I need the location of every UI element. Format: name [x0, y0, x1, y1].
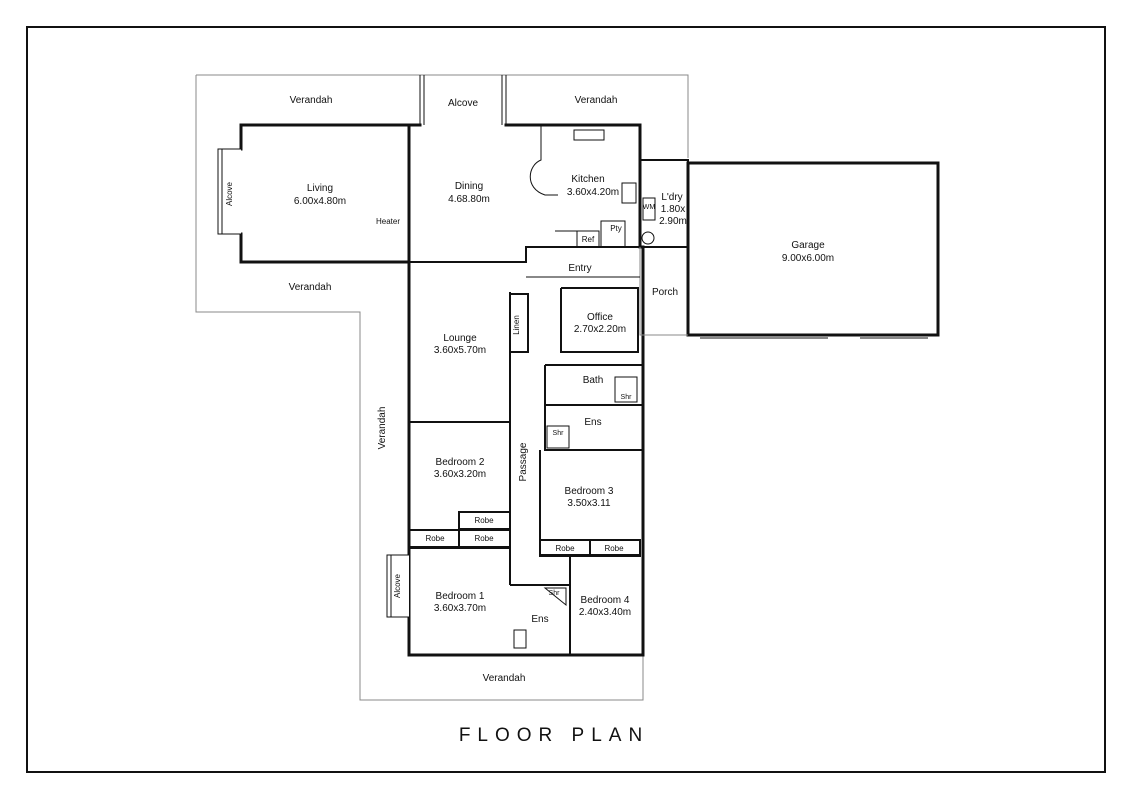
verandah-bottom-label: Verandah	[483, 673, 526, 684]
bedroom3-size: 3.50x3.11	[567, 498, 611, 509]
lounge-label: Lounge	[443, 333, 477, 344]
alcove-living-label: Alcove	[225, 181, 234, 206]
east-wing-walls	[539, 364, 643, 557]
verandah-top-left-label: Verandah	[290, 95, 333, 106]
lounge-bedroom-walls	[408, 421, 511, 549]
ensuite-top-shower-label: Shr	[553, 430, 565, 437]
office-label: Office	[587, 312, 613, 323]
garage-label: Garage	[791, 240, 825, 251]
porch-label: Porch	[652, 287, 678, 298]
main-walls	[407, 123, 645, 657]
alcove-bedroom1-label: Alcove	[393, 573, 402, 598]
room-labels: Verandah Alcove Verandah Living 6.00x4.8…	[225, 95, 834, 684]
bedroom2-size: 3.60x3.20m	[434, 469, 486, 480]
robe-bedroom3-left-label: Robe	[555, 544, 575, 553]
entry-label: Entry	[568, 263, 591, 274]
verandah-top-right-label: Verandah	[575, 95, 618, 106]
bedroom4-label: Bedroom 4	[581, 595, 630, 606]
pantry-label: Pty	[610, 224, 622, 233]
laundry-size-1: 1.80x	[661, 204, 685, 215]
office-size: 2.70x2.20m	[574, 324, 626, 335]
plan-title: FLOOR PLAN	[459, 725, 649, 746]
laundry-label: L'dry	[661, 192, 682, 203]
linen-label: Linen	[512, 315, 521, 335]
bedroom1-walls	[386, 554, 571, 655]
heater-label: Heater	[376, 217, 400, 226]
alcove-top-walls	[419, 75, 507, 125]
bedroom2-label: Bedroom 2	[436, 457, 485, 468]
robe-left-label: Robe	[425, 534, 445, 543]
dining-size: 4.68.80m	[448, 194, 490, 205]
bath-shower-label: Shr	[621, 394, 633, 401]
verandah-side-label: Verandah	[377, 407, 388, 450]
bedroom4-size: 2.40x3.40m	[579, 607, 631, 618]
porch-outline	[639, 247, 688, 336]
ensuite-bottom-label: Ens	[531, 614, 548, 625]
page-border	[26, 26, 1106, 773]
washing-machine-label: WM	[643, 204, 656, 211]
verandah-outline	[195, 74, 689, 701]
lounge-size: 3.60x5.70m	[434, 345, 486, 356]
ensuite-top-label: Ens	[584, 417, 601, 428]
robe-bedroom3-right-label: Robe	[604, 544, 624, 553]
bedroom1-label: Bedroom 1	[436, 591, 485, 602]
bedroom1-size: 3.60x3.70m	[434, 603, 486, 614]
kitchen-fixtures	[529, 125, 637, 248]
robe-bedroom2-label: Robe	[474, 516, 494, 525]
living-label: Living	[307, 183, 333, 194]
passage-label: Passage	[518, 442, 529, 481]
kitchen-label: Kitchen	[571, 174, 604, 185]
garage-walls	[686, 161, 940, 339]
bath-label: Bath	[583, 375, 604, 386]
verandah-mid-label: Verandah	[289, 282, 332, 293]
ref-label: Ref	[582, 235, 595, 244]
ensuite-bottom-shower-label: Shr	[549, 590, 561, 597]
bedroom3-label: Bedroom 3	[565, 486, 614, 497]
dining-label: Dining	[455, 181, 483, 192]
robe-mid-label: Robe	[474, 534, 494, 543]
alcove-top-label: Alcove	[448, 98, 478, 109]
living-size: 6.00x4.80m	[294, 196, 346, 207]
kitchen-size: 3.60x4.20m	[567, 187, 619, 198]
laundry-size-2: 2.90m	[659, 216, 687, 227]
garage-size: 9.00x6.00m	[782, 253, 834, 264]
